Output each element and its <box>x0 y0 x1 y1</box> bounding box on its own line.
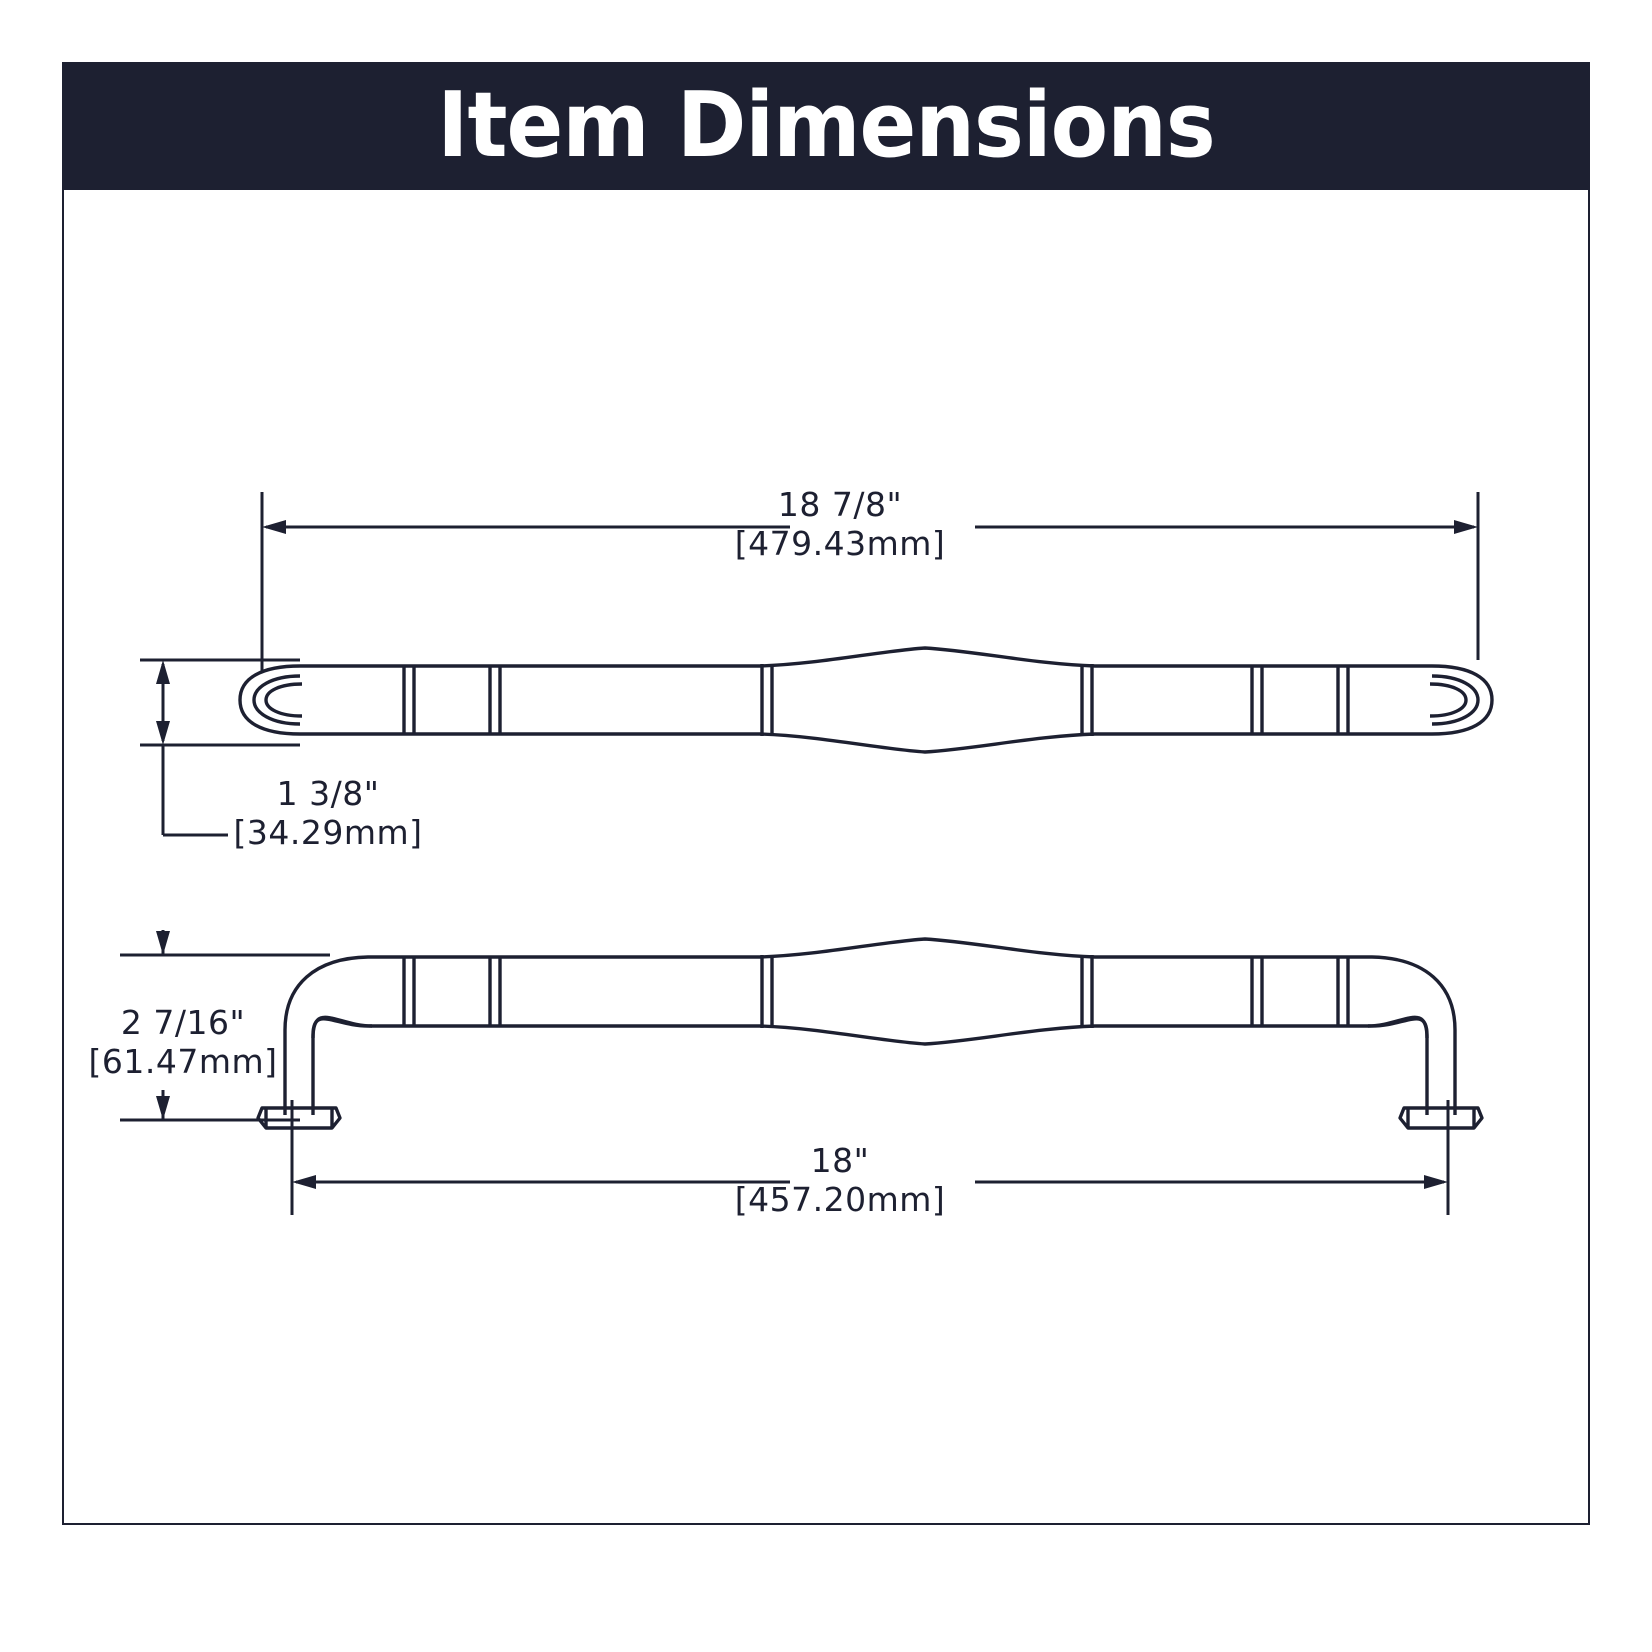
page-title: Item Dimensions <box>437 73 1215 178</box>
center-to-center-mm: [457.20mm] <box>734 1179 946 1219</box>
bar-height-inches: 1 3/8" <box>276 774 380 813</box>
header-banner: Item Dimensions <box>62 62 1590 190</box>
drawing-frame <box>62 190 1590 1525</box>
bar-height-mm: [34.29mm] <box>233 812 423 852</box>
overall-length-inches: 18 7/8" <box>777 485 903 524</box>
overall-length-label: 18 7/8" [479.43mm] <box>690 485 990 564</box>
center-to-center-label: 18" [457.20mm] <box>690 1141 990 1220</box>
center-to-center-inches: 18" <box>810 1141 870 1180</box>
projection-inches: 2 7/16" <box>120 1003 246 1042</box>
projection-label: 2 7/16" [61.47mm] <box>58 1003 308 1082</box>
projection-mm: [61.47mm] <box>88 1041 278 1081</box>
overall-length-mm: [479.43mm] <box>734 523 946 563</box>
bar-height-label: 1 3/8" [34.29mm] <box>198 774 458 853</box>
